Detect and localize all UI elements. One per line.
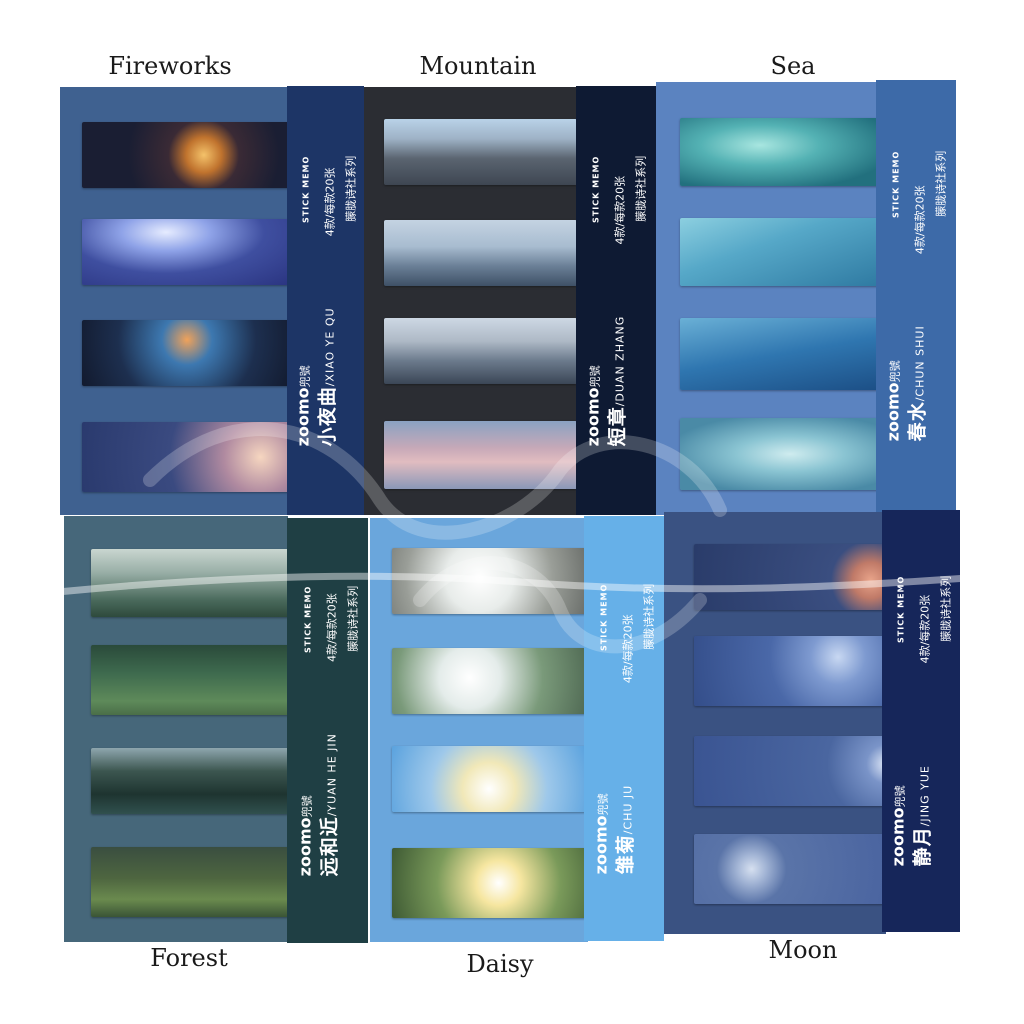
fireworks-name-cn: 小夜曲 bbox=[316, 385, 338, 446]
forest-memo: STICK MEMO bbox=[303, 585, 312, 653]
band-fireworks: zoomo兜號 STICK MEMO 小夜曲/XIAO YE QU 4款/每款2… bbox=[287, 86, 364, 515]
daisy-strip-4 bbox=[392, 848, 586, 918]
sea-name-pinyin: /CHUN SHUI bbox=[913, 325, 927, 402]
moon-name-cn: 静月 bbox=[911, 826, 934, 867]
band-sea: zoomo兜號 STICK MEMO 春水/CHUN SHUI 4款/每款20张… bbox=[876, 80, 956, 512]
sea-name-cn: 春水 bbox=[906, 401, 929, 442]
daisy-strip-2 bbox=[392, 648, 586, 714]
forest-strip-4 bbox=[91, 847, 288, 917]
fireworks-strip-4 bbox=[82, 422, 292, 492]
label-fireworks: Fireworks bbox=[108, 52, 232, 80]
fireworks-name-pinyin: /XIAO YE QU bbox=[323, 306, 336, 386]
daisy-brand: zoomo bbox=[591, 814, 611, 874]
moon-strip-1 bbox=[694, 544, 886, 610]
forest-brand-cn: 兜號 bbox=[300, 794, 313, 817]
forest-strip-3 bbox=[91, 748, 288, 814]
pack-forest bbox=[64, 516, 288, 942]
sea-strip-4 bbox=[680, 418, 880, 490]
daisy-name-cn: 雏菊 bbox=[614, 833, 637, 874]
sea-strip-2 bbox=[680, 218, 880, 286]
daisy-memo: STICK MEMO bbox=[599, 583, 609, 651]
daisy-strip-1 bbox=[392, 548, 586, 614]
sea-series: 朦胧诗社系列 bbox=[934, 150, 948, 217]
mountain-strip-1 bbox=[384, 119, 576, 185]
band-daisy: zoomo兜號 STICK MEMO 雏菊/CHU JU 4款/每款20张 朦胧… bbox=[584, 516, 664, 941]
pack-sea bbox=[656, 82, 880, 515]
fireworks-brand-cn: 兜號 bbox=[298, 364, 311, 387]
label-mountain: Mountain bbox=[419, 52, 537, 80]
forest-name-pinyin: /YUAN HE JIN bbox=[325, 732, 338, 816]
daisy-count: 4款/每款20张 bbox=[621, 613, 635, 683]
forest-band-text: zoomo兜號 STICK MEMO 远和近/YUAN HE JIN 4款/每款… bbox=[295, 585, 360, 876]
forest-strip-2 bbox=[91, 645, 288, 715]
mountain-brand-cn: 兜號 bbox=[588, 364, 602, 387]
mountain-strip-2 bbox=[384, 220, 576, 286]
forest-name-cn: 远和近 bbox=[318, 815, 340, 876]
label-sea: Sea bbox=[770, 52, 816, 80]
sea-brand-cn: 兜號 bbox=[888, 360, 902, 383]
band-mountain: zoomo兜號 STICK MEMO 短章/DUAN ZHANG 4款/每款20… bbox=[576, 86, 656, 515]
forest-count: 4款/每款20张 bbox=[325, 592, 338, 662]
sea-band-text: zoomo兜號 STICK MEMO 春水/CHUN SHUI 4款/每款20张… bbox=[884, 151, 949, 442]
fireworks-strip-3 bbox=[82, 320, 292, 386]
sea-count: 4款/每款20张 bbox=[913, 185, 927, 255]
mountain-count: 4款/每款20张 bbox=[613, 175, 627, 245]
mountain-name-cn: 短章 bbox=[606, 405, 629, 446]
mountain-strip-3 bbox=[384, 318, 576, 384]
daisy-series: 朦胧诗社系列 bbox=[642, 583, 656, 650]
moon-strip-4 bbox=[694, 834, 886, 904]
forest-brand: zoomo bbox=[295, 816, 314, 876]
moon-memo: STICK MEMO bbox=[896, 575, 906, 643]
fireworks-strip-2 bbox=[82, 219, 292, 285]
band-forest: zoomo兜號 STICK MEMO 远和近/YUAN HE JIN 4款/每款… bbox=[287, 518, 368, 943]
label-moon: Moon bbox=[768, 936, 838, 964]
pack-mountain bbox=[364, 87, 576, 515]
fireworks-strip-1 bbox=[82, 122, 292, 188]
label-daisy: Daisy bbox=[466, 950, 534, 978]
pack-moon bbox=[664, 512, 886, 934]
moon-name-pinyin: /JING YUE bbox=[918, 765, 932, 827]
sea-strip-3 bbox=[680, 318, 880, 390]
fireworks-brand: zoomo bbox=[293, 386, 312, 446]
mountain-name-pinyin: /DUAN ZHANG bbox=[613, 315, 627, 406]
mountain-brand: zoomo bbox=[583, 386, 603, 446]
daisy-name-pinyin: /CHU JU bbox=[621, 784, 635, 834]
label-forest: Forest bbox=[150, 944, 228, 972]
pack-daisy bbox=[370, 518, 588, 942]
fireworks-series: 朦胧诗社系列 bbox=[344, 155, 357, 222]
moon-series: 朦胧诗社系列 bbox=[939, 575, 953, 642]
daisy-brand-cn: 兜號 bbox=[596, 792, 610, 815]
band-moon: zoomo兜號 STICK MEMO 静月/JING YUE 4款/每款20张 … bbox=[882, 510, 960, 932]
moon-count: 4款/每款20张 bbox=[918, 594, 932, 664]
forest-series: 朦胧诗社系列 bbox=[346, 585, 359, 652]
mountain-strip-4 bbox=[384, 421, 576, 489]
sea-brand: zoomo bbox=[883, 382, 903, 442]
sea-strip-1 bbox=[680, 118, 880, 186]
fireworks-band-text: zoomo兜號 STICK MEMO 小夜曲/XIAO YE QU 4款/每款2… bbox=[293, 155, 358, 446]
mountain-band-text: zoomo兜號 STICK MEMO 短章/DUAN ZHANG 4款/每款20… bbox=[584, 155, 649, 446]
fireworks-count: 4款/每款20张 bbox=[323, 167, 336, 236]
moon-strip-2 bbox=[694, 636, 886, 706]
mountain-memo: STICK MEMO bbox=[591, 155, 601, 223]
moon-brand: zoomo bbox=[888, 807, 908, 867]
fireworks-memo: STICK MEMO bbox=[301, 155, 310, 223]
moon-band-text: zoomo兜號 STICK MEMO 静月/JING YUE 4款/每款20张 … bbox=[889, 576, 954, 867]
mountain-series: 朦胧诗社系列 bbox=[634, 155, 648, 222]
forest-strip-1 bbox=[91, 549, 288, 617]
moon-strip-3 bbox=[694, 736, 886, 806]
sea-memo: STICK MEMO bbox=[891, 150, 901, 218]
moon-brand-cn: 兜號 bbox=[893, 785, 907, 808]
daisy-band-text: zoomo兜號 STICK MEMO 雏菊/CHU JU 4款/每款20张 朦胧… bbox=[592, 583, 657, 874]
daisy-strip-3 bbox=[392, 746, 586, 812]
